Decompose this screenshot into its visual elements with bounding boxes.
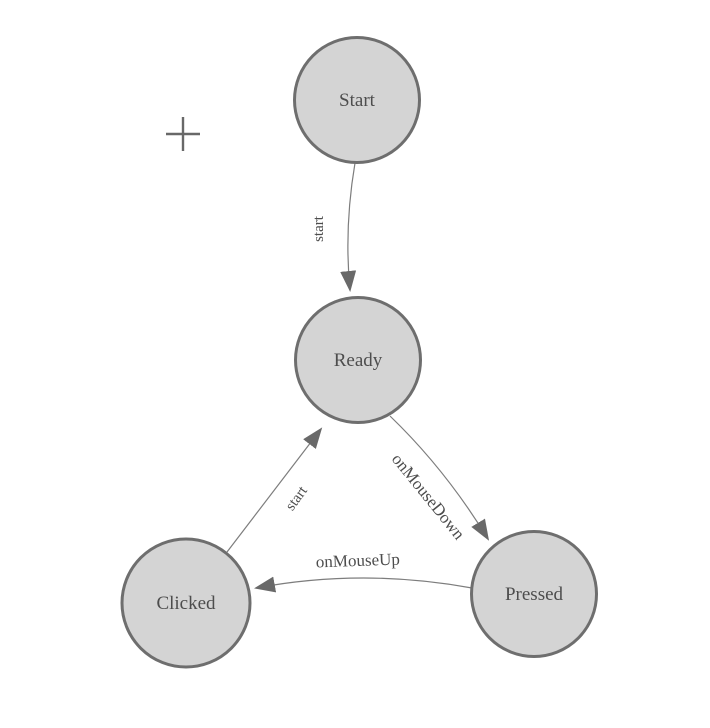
edge-start-to-ready[interactable]	[340, 162, 357, 292]
edge-pressed-to-clicked[interactable]	[254, 576, 473, 593]
node-start-circle	[293, 36, 421, 164]
node-ready-label: Ready	[334, 350, 383, 371]
edge-ready-to-pressed[interactable]	[389, 415, 490, 541]
edge-clicked-to-ready[interactable]	[226, 427, 323, 553]
node-ready-circle	[294, 296, 422, 424]
node-ready[interactable]: Ready	[294, 296, 422, 424]
node-pressed-label: Pressed	[505, 584, 564, 605]
edge-label-pressed-to-clicked: onMouseUp	[315, 550, 400, 572]
edge-label-clicked-to-ready: start	[283, 483, 312, 514]
node-start[interactable]: Start	[293, 36, 421, 164]
node-pressed-circle	[470, 530, 598, 658]
edge-label-ready-to-pressed: onMouseDown	[388, 450, 469, 544]
node-pressed[interactable]: Pressed	[470, 530, 598, 658]
node-clicked-circle	[120, 537, 252, 669]
node-start-label: Start	[339, 90, 376, 111]
plus-icon[interactable]	[166, 117, 200, 151]
node-clicked[interactable]: Clicked	[120, 537, 252, 669]
edge-label-start-to-ready: start	[311, 215, 327, 242]
node-clicked-label: Clicked	[156, 593, 216, 614]
